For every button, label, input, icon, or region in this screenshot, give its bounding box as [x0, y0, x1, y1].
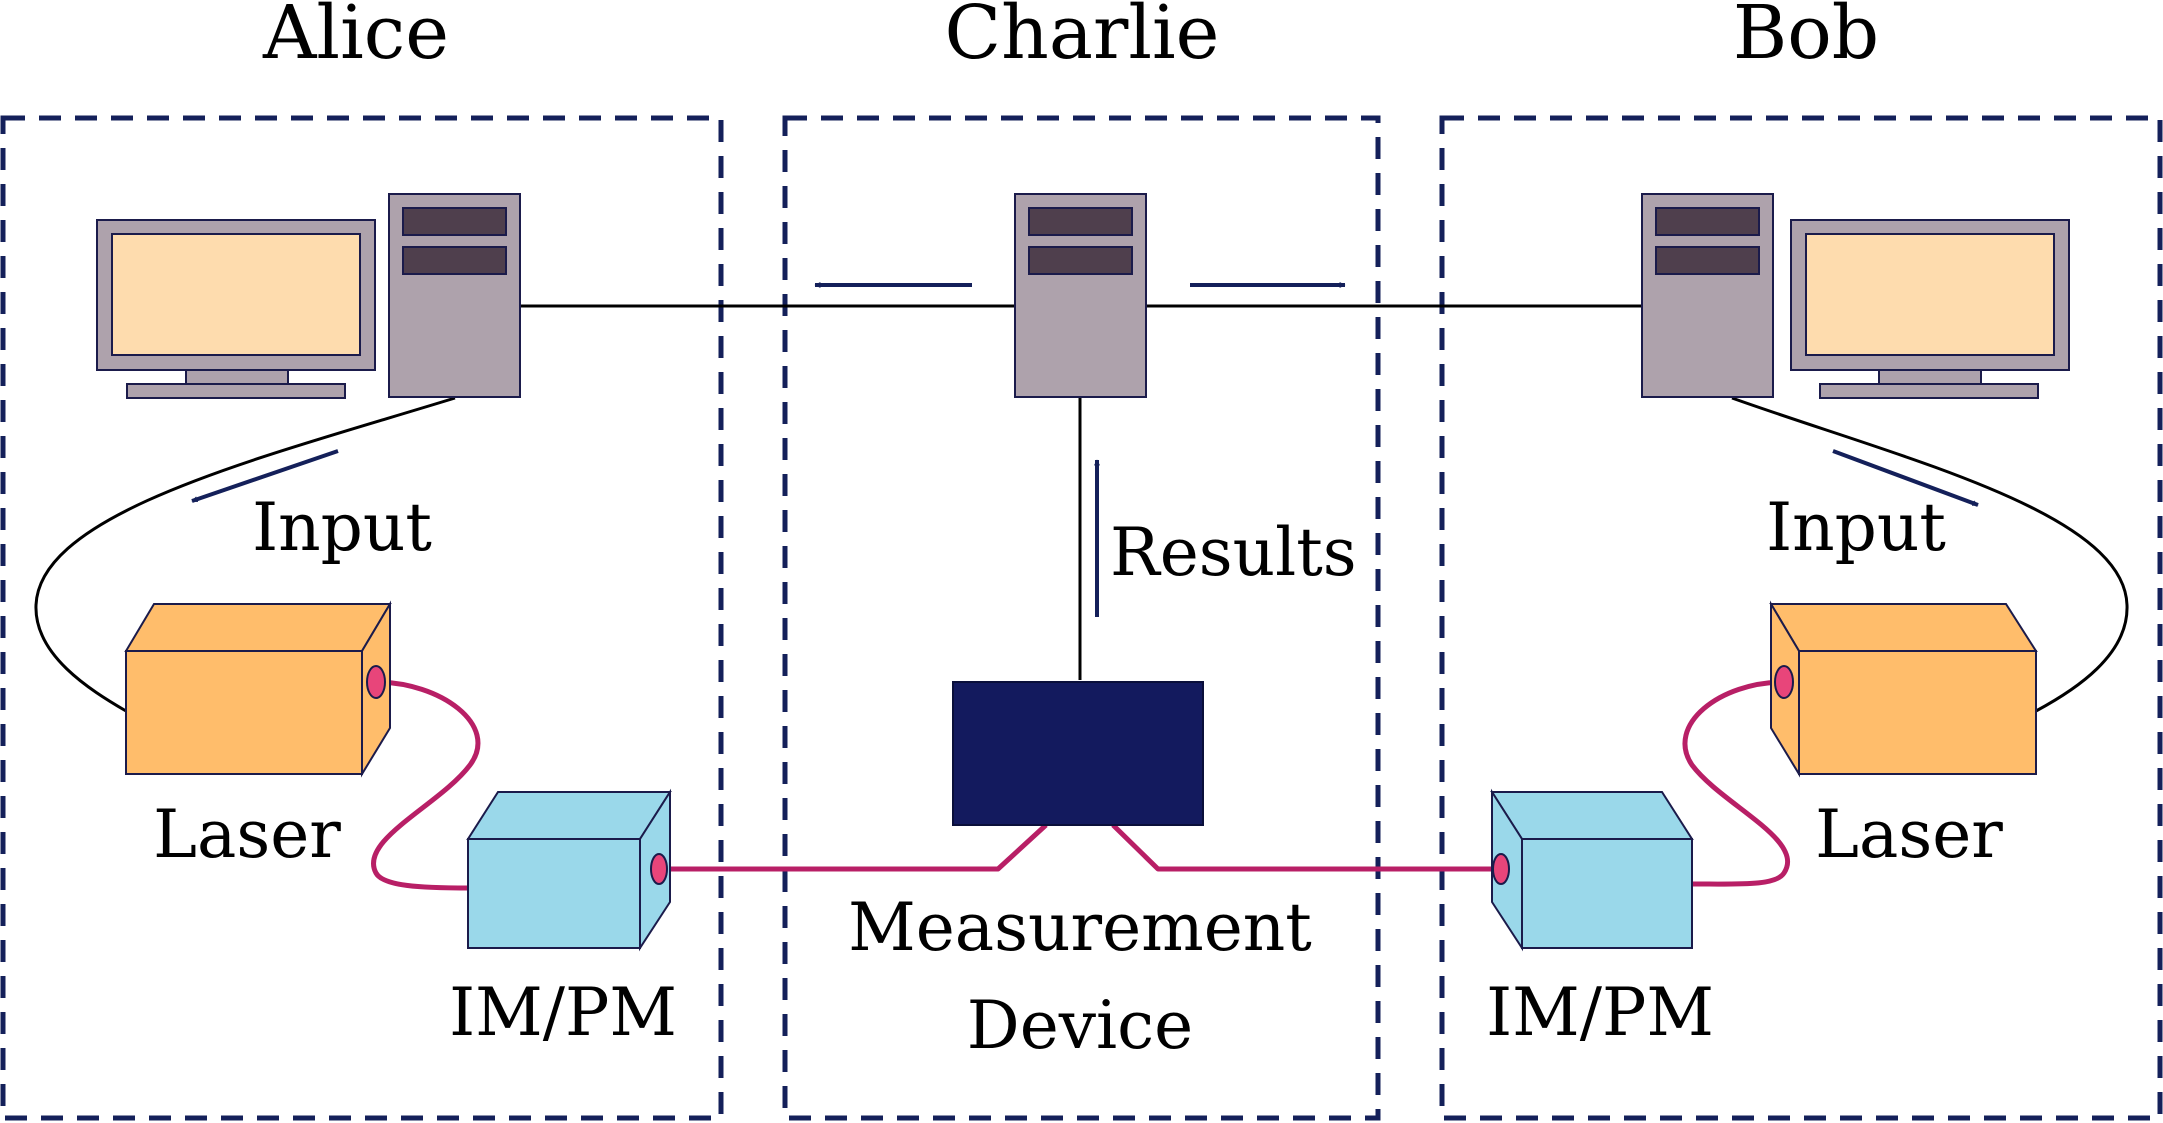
- bob-laser-port: [1774, 665, 1794, 699]
- measurement-device-label-line2: Device: [967, 987, 1193, 1064]
- bob-modulator-label: IM/PM: [1486, 974, 1714, 1051]
- alice-modulator-icon: [466, 788, 672, 952]
- bob-to-measurement-fiber: [1111, 823, 1500, 872]
- bob-laser-icon: [1769, 600, 2038, 778]
- charlie-server-icon: [1014, 193, 1147, 398]
- alice-server-icon: [388, 193, 521, 398]
- alice-input-label: Input: [252, 489, 432, 566]
- alice-laser-port: [366, 665, 386, 699]
- alice-to-measurement-fiber: [660, 823, 1048, 872]
- alice-modulator-port: [650, 853, 668, 885]
- alice-title: Alice: [262, 0, 449, 76]
- bob-server-icon: [1641, 193, 1774, 398]
- bob-modulator-icon: [1490, 788, 1694, 952]
- bob-region: [1439, 115, 2163, 1121]
- charlie-title: Charlie: [945, 0, 1220, 76]
- bob-laser-to-modulator-fiber: [1682, 679, 1790, 887]
- bob-modulator-port: [1492, 853, 1510, 885]
- bob-title: Bob: [1733, 0, 1879, 76]
- alice-laser-to-modulator-fiber: [371, 679, 481, 891]
- bob-laser-label: Laser: [1815, 796, 2003, 873]
- bob-input-label: Input: [1766, 489, 1946, 566]
- measurement-device-icon: [952, 681, 1204, 826]
- alice-laser-icon: [124, 600, 392, 778]
- results-label: Results: [1110, 514, 1357, 591]
- alice-laser-label: Laser: [153, 796, 341, 873]
- bob-control-cable: [1731, 396, 2129, 713]
- bob-input-arrow: [1832, 449, 1979, 507]
- charlie-region: [782, 115, 1381, 1121]
- bob-computer-icon: [1790, 219, 2070, 399]
- alice-region: [0, 115, 724, 1121]
- alice-modulator-label: IM/PM: [449, 974, 677, 1051]
- measurement-device-label-line1: Measurement: [848, 889, 1312, 966]
- alice-input-arrow: [191, 449, 339, 503]
- alice-computer-icon: [96, 219, 376, 399]
- alice-control-cable: [34, 396, 456, 713]
